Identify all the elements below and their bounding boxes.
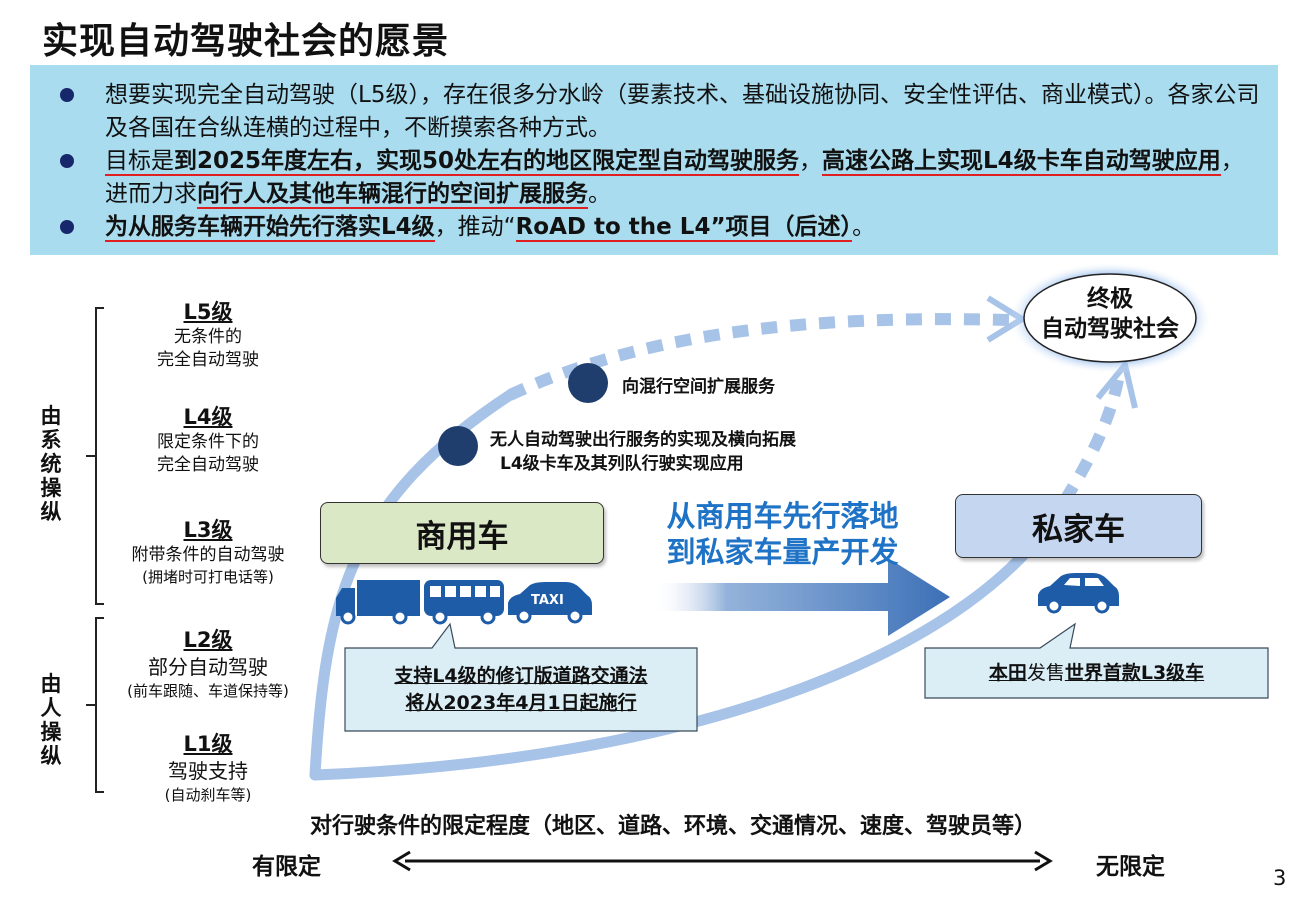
transition-line-1: 从商用车先行落地: [666, 499, 899, 533]
goal-label: 终极 自动驾驶社会: [1024, 284, 1196, 344]
callout-left-line-1: 支持L4级的修订版道路交通法: [394, 665, 648, 687]
summary-bullet-3: 为从服务车辆开始先行落实L4级，推动“RoAD to the L4”项目（后述）…: [105, 211, 1265, 244]
level-desc: 无条件的: [174, 327, 242, 347]
goal-line-1: 终极: [1087, 286, 1133, 312]
axis-arrow-left: [392, 850, 411, 872]
level-name: L1级: [183, 732, 233, 756]
goal-mixed: 向行人及其他车辆混行的空间扩展服务: [197, 181, 588, 209]
goal-2025: 到2025年度左右，实现50处左右的地区限定型自动驾驶服务: [174, 148, 800, 176]
milestone-label-l4: 无人自动驾驶出行服务的实现及横向拓展 L4级卡车及其列队行驶实现应用: [490, 428, 796, 476]
level-desc: 完全自动驾驶: [157, 350, 259, 370]
level-l5: L5级 无条件的 完全自动驾驶: [108, 296, 308, 372]
page-number: 3: [1273, 866, 1287, 890]
release-text: 发售: [1026, 662, 1065, 684]
summary-panel: 想要实现完全自动驾驶（L5级），存在很多分水岭（要素技术、基础设施协同、安全性评…: [30, 65, 1278, 255]
bracket-human: [95, 617, 104, 793]
level-desc: 驾驶支持: [168, 759, 248, 783]
axis-caption: 对行驶条件的限定程度（地区、道路、环境、交通情况、速度、驾驶员等）: [310, 814, 1037, 839]
page-title: 实现自动驾驶社会的愿景: [42, 21, 450, 62]
road-to-l4: RoAD to the L4”项目（后述）: [515, 214, 853, 242]
milestone-dot-l4: [438, 426, 478, 466]
level-desc: 限定条件下的: [157, 432, 259, 452]
goal-highway: 高速公路上实现L4级卡车自动驾驶应用: [822, 148, 1221, 176]
commercial-vehicle-box: 商用车: [320, 502, 604, 564]
level-name: L3级: [183, 518, 233, 542]
level-desc: 附带条件的自动驾驶: [131, 545, 285, 565]
callout-left-box: [344, 622, 698, 732]
level-name: L5级: [183, 300, 233, 324]
goal-ellipse: [1023, 273, 1197, 363]
level-name: L4级: [183, 405, 233, 429]
promote-text: ，推动“: [434, 214, 516, 240]
bus-icon: [424, 580, 504, 625]
level-desc: 部分自动驾驶: [148, 655, 268, 679]
level-note: (拥堵时可打电话等): [142, 568, 274, 586]
private-car-icon: [1038, 573, 1119, 614]
goal-prefix: 目标是: [105, 148, 174, 176]
period: 。: [588, 181, 611, 207]
taxi-sign: TAXI: [531, 593, 564, 608]
honda-name: 本田: [988, 662, 1027, 684]
axis-right-label: 无限定: [1096, 854, 1165, 880]
callout-left-text: 支持L4级的修订版道路交通法 将从2023年4月1日起施行: [345, 663, 697, 717]
axis-arrow-right: [1034, 850, 1053, 872]
l4-service-vehicle: 为从服务车辆开始先行落实L4级: [105, 214, 435, 242]
bracket-system: [95, 307, 104, 605]
milestone-l4-line-2: L4级卡车及其列队行驶实现应用: [500, 454, 744, 474]
axis-left-label: 有限定: [252, 854, 321, 880]
level-l1: L1级 驾驶支持 (自动刹车等): [108, 728, 308, 806]
bullet-dot: [60, 88, 74, 102]
level-l3: L3级 附带条件的自动驾驶 (拥堵时可打电话等): [108, 514, 308, 588]
level-note: (自动刹车等): [164, 786, 252, 804]
callout-right-text: 本田发售世界首款L3级车: [925, 660, 1268, 687]
milestone-l4-line-1: 无人自动驾驶出行服务的实现及横向拓展: [490, 430, 796, 450]
period: 。: [852, 214, 876, 240]
private-path-dashed: [1059, 378, 1124, 504]
bullet-dot: [60, 220, 74, 234]
callout-left-line-2: 将从2023年4月1日起施行: [405, 692, 637, 714]
level-desc: 完全自动驾驶: [157, 455, 259, 475]
transition-line-2: 到私家车量产开发: [666, 535, 899, 569]
summary-bullet-2: 目标是到2025年度左右，实现50处左右的地区限定型自动驾驶服务，高速公路上实现…: [105, 145, 1265, 211]
goal-connector: ，进而力求: [105, 148, 1244, 207]
private-vehicle-box: 私家车: [955, 494, 1202, 558]
side-label-human: 由人操纵: [40, 672, 62, 768]
callout-right-box: [924, 622, 1269, 699]
private-path-solid: [309, 494, 1071, 781]
milestone-label-mixed: 向混行空间扩展服务: [622, 377, 775, 397]
bullet-dot: [60, 154, 74, 168]
goal-line-2: 自动驾驶社会: [1041, 316, 1179, 342]
truck-icon: [336, 580, 420, 625]
summary-bullet-1: 想要实现完全自动驾驶（L5级），存在很多分水岭（要素技术、基础设施协同、安全性评…: [105, 82, 1260, 141]
level-l2: L2级 部分自动驾驶 (前车跟随、车道保持等): [108, 624, 308, 702]
comma: ，: [799, 148, 823, 174]
level-l4: L4级 限定条件下的 完全自动驾驶: [108, 401, 308, 477]
taxi-icon: [508, 582, 592, 624]
side-label-system: 由系统操纵: [40, 404, 62, 524]
transition-label: 从商用车先行落地 到私家车量产开发: [655, 498, 910, 570]
level-note: (前车跟随、车道保持等): [127, 682, 289, 700]
first-l3-car: 世界首款L3级车: [1064, 662, 1205, 684]
commercial-path-dashed: [507, 313, 1011, 401]
transition-arrow: [652, 558, 950, 636]
level-name: L2级: [183, 628, 233, 652]
milestone-dot-mixed: [568, 363, 608, 403]
